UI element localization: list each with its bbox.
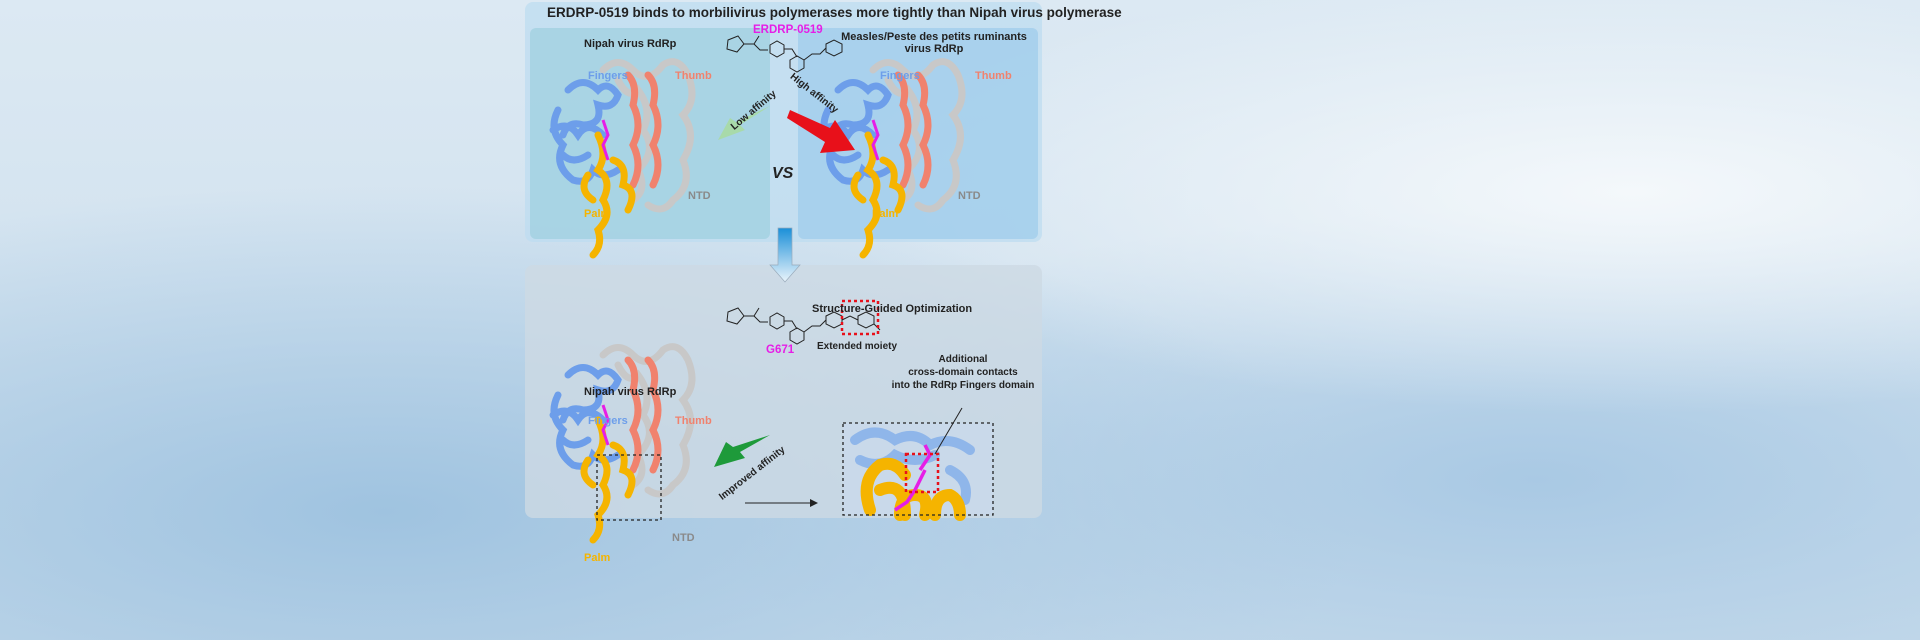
main-title: ERDRP-0519 binds to morbilivirus polymer… <box>547 5 1122 20</box>
nipah-rdrp-g671-structure <box>553 347 692 540</box>
cross-domain-callout: Additional cross-domain contacts into the … <box>878 353 1048 392</box>
g671-label: G671 <box>766 344 795 356</box>
zoom-arrowhead <box>810 499 818 507</box>
low-affinity-arrow <box>718 106 770 140</box>
erdrp-0519-label: ERDRP-0519 <box>753 24 823 36</box>
g671-structure <box>726 307 881 345</box>
callout-line2: cross-domain contacts <box>908 367 1018 378</box>
optimization-arrow <box>769 227 801 283</box>
optimization-label: Structure-Guided Optimization <box>812 303 973 315</box>
measles-fingers-label: Fingers <box>880 70 920 82</box>
extended-moiety-label: Extended moiety <box>817 341 898 352</box>
measles-ntd-label: NTD <box>958 190 981 202</box>
callout-line1: Additional <box>938 354 988 365</box>
measles-rdrp-structure <box>823 62 962 255</box>
bottom-thumb-label: Thumb <box>675 415 712 427</box>
zoomed-binding-site <box>842 407 994 521</box>
extended-moiety-box <box>840 299 880 336</box>
measles-title-line1: Measles/Peste des petits ruminants <box>841 31 1027 43</box>
erdrp-0519-structure <box>726 35 843 73</box>
nipah-fingers-label: Fingers <box>588 70 628 82</box>
nipah-palm-label: Palm <box>584 208 611 220</box>
nipah-title: Nipah virus RdRp <box>584 38 677 50</box>
measles-thumb-label: Thumb <box>975 70 1012 82</box>
bottom-palm-label: Palm <box>584 552 611 564</box>
binding-site-box <box>596 454 662 521</box>
bottom-nipah-title: Nipah virus RdRp <box>584 386 677 398</box>
improved-affinity-arrow <box>714 435 770 467</box>
high-affinity-arrow <box>787 110 855 153</box>
callout-line3: into the RdRp Fingers domain <box>891 380 1035 391</box>
measles-palm-label: Palm <box>872 208 899 220</box>
bottom-ntd-label: NTD <box>672 532 695 544</box>
vs-label: VS <box>772 165 794 182</box>
nipah-thumb-label: Thumb <box>675 70 712 82</box>
nipah-rdrp-structure <box>553 62 692 255</box>
cross-domain-contact-box <box>904 452 940 494</box>
bottom-fingers-label: Fingers <box>588 415 628 427</box>
measles-title-line2: virus RdRp <box>904 43 964 55</box>
nipah-ntd-label: NTD <box>688 190 711 202</box>
